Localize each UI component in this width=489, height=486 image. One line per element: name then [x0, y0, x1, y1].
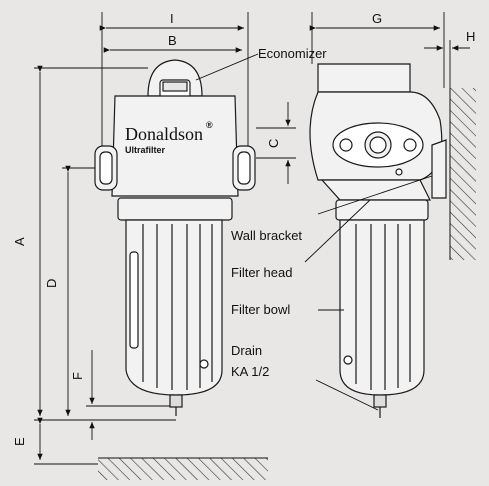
- side-view: [309, 63, 447, 418]
- wall-hatch: [450, 88, 476, 260]
- label-filter-head: Filter head: [231, 265, 292, 280]
- brand-product: Ultrafilter: [125, 145, 166, 155]
- side-top-block: [317, 63, 411, 93]
- dim-G-label: G: [372, 11, 382, 26]
- front-view: [94, 59, 256, 416]
- brand-name: Donaldson: [125, 124, 203, 144]
- dim-C-label: C: [266, 139, 281, 148]
- label-filter-bowl: Filter bowl: [231, 302, 290, 317]
- dim-D-label: D: [44, 279, 59, 288]
- brand-plate: Donaldson ® Ultrafilter: [125, 120, 213, 155]
- filter-bowl-side: [339, 219, 425, 396]
- label-wall-bracket: Wall bracket: [231, 228, 302, 243]
- label-economizer: Economizer: [258, 46, 327, 61]
- dimension-lines: [34, 12, 470, 465]
- label-drain-size: KA 1/2: [231, 364, 269, 379]
- wall-bracket-shape: [431, 139, 447, 199]
- label-drain: Drain: [231, 343, 262, 358]
- head-collar: [117, 197, 233, 221]
- dim-E-label: E: [12, 437, 27, 446]
- dim-A-label: A: [12, 237, 27, 246]
- dim-B-label: B: [168, 33, 177, 48]
- brand-registered: ®: [206, 120, 213, 130]
- dim-F-label: F: [70, 372, 85, 380]
- dim-I-label: I: [170, 11, 174, 26]
- filter-bowl-front: [125, 219, 223, 396]
- dim-H-label: H: [466, 29, 475, 44]
- ground-hatch: [98, 458, 268, 480]
